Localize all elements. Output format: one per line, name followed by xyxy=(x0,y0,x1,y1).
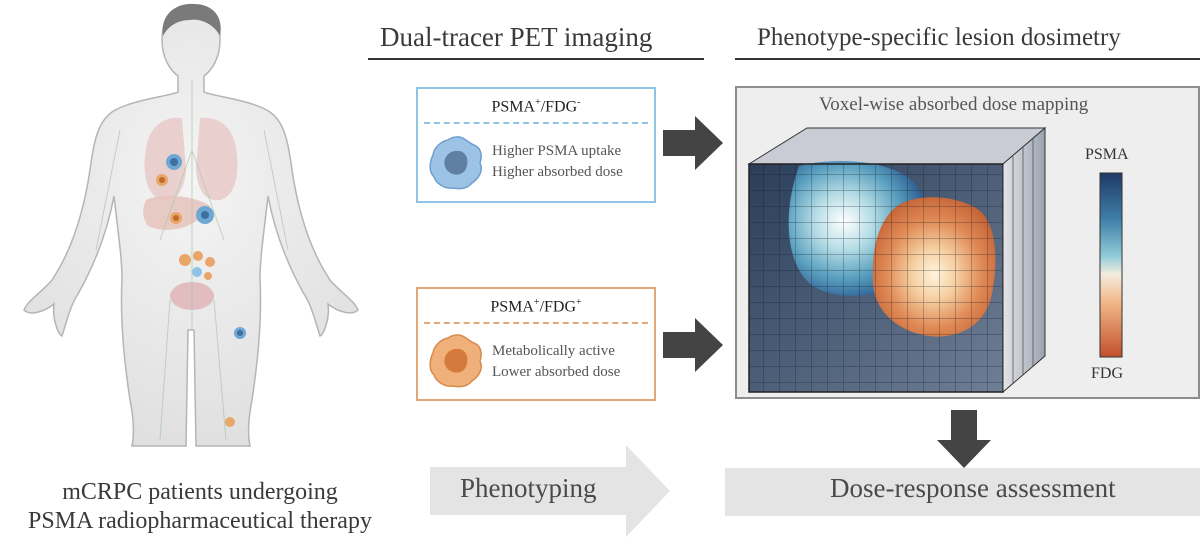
phenotype-divider-blue xyxy=(424,122,648,124)
phenotype-text-orange: Metabolically active Lower absorbed dose xyxy=(492,341,620,383)
blue-line-1: Higher PSMA uptake xyxy=(492,143,622,159)
arrow-right-bottom-icon xyxy=(663,318,723,372)
phenotyping-arrow-bar xyxy=(430,445,670,537)
title-dual-tracer: Dual-tracer PET imaging xyxy=(380,22,653,52)
phenotype-header-orange: PSMA+/FDG+ xyxy=(490,297,582,316)
phenotype-divider-orange xyxy=(424,322,648,324)
blue-line-2: Higher absorbed dose xyxy=(492,164,623,180)
arrow-right-top-icon xyxy=(663,116,723,170)
blue-cell-icon xyxy=(429,136,483,190)
phenotype-box-psma-pos-fdg-pos: PSMA+/FDG+ Metabolically active Lower ab… xyxy=(416,287,656,401)
orange-line-2: Lower absorbed dose xyxy=(492,364,621,380)
phenotyping-label: Phenotyping xyxy=(460,473,597,503)
title-dosimetry: Phenotype-specific lesion dosimetry xyxy=(757,24,1121,51)
title-left-underline xyxy=(368,58,704,60)
dose-mapping-panel: Voxel-wise absorbed dose mapping xyxy=(735,86,1200,399)
phenotype-text-blue: Higher PSMA uptake Higher absorbed dose xyxy=(492,141,623,183)
orange-line-1: Metabolically active xyxy=(492,343,615,359)
title-right-underline xyxy=(735,58,1200,60)
dose-panel-title: Voxel-wise absorbed dose mapping xyxy=(819,94,1089,115)
dose-color-scale xyxy=(1099,172,1123,358)
arrow-down-icon xyxy=(937,410,991,468)
dose-response-label: Dose-response assessment xyxy=(830,473,1116,503)
scale-label-fdg: FDG xyxy=(1091,365,1124,382)
scale-label-psma: PSMA xyxy=(1085,146,1129,163)
phenotype-box-psma-pos-fdg-neg: PSMA+/FDG- Higher PSMA uptake Higher abs… xyxy=(416,87,656,203)
caption-line-2: PSMA radiopharmaceutical therapy xyxy=(28,508,372,534)
caption-line-1: mCRPC patients undergoing xyxy=(62,479,338,505)
voxel-dose-cube xyxy=(747,126,1047,394)
human-body-illustration xyxy=(0,0,370,450)
dose-response-bar xyxy=(725,468,1200,516)
phenotype-header-blue: PSMA+/FDG- xyxy=(491,97,581,116)
orange-cell-icon xyxy=(429,334,483,388)
patient-caption: mCRPC patients undergoing PSMA radiophar… xyxy=(0,478,400,536)
